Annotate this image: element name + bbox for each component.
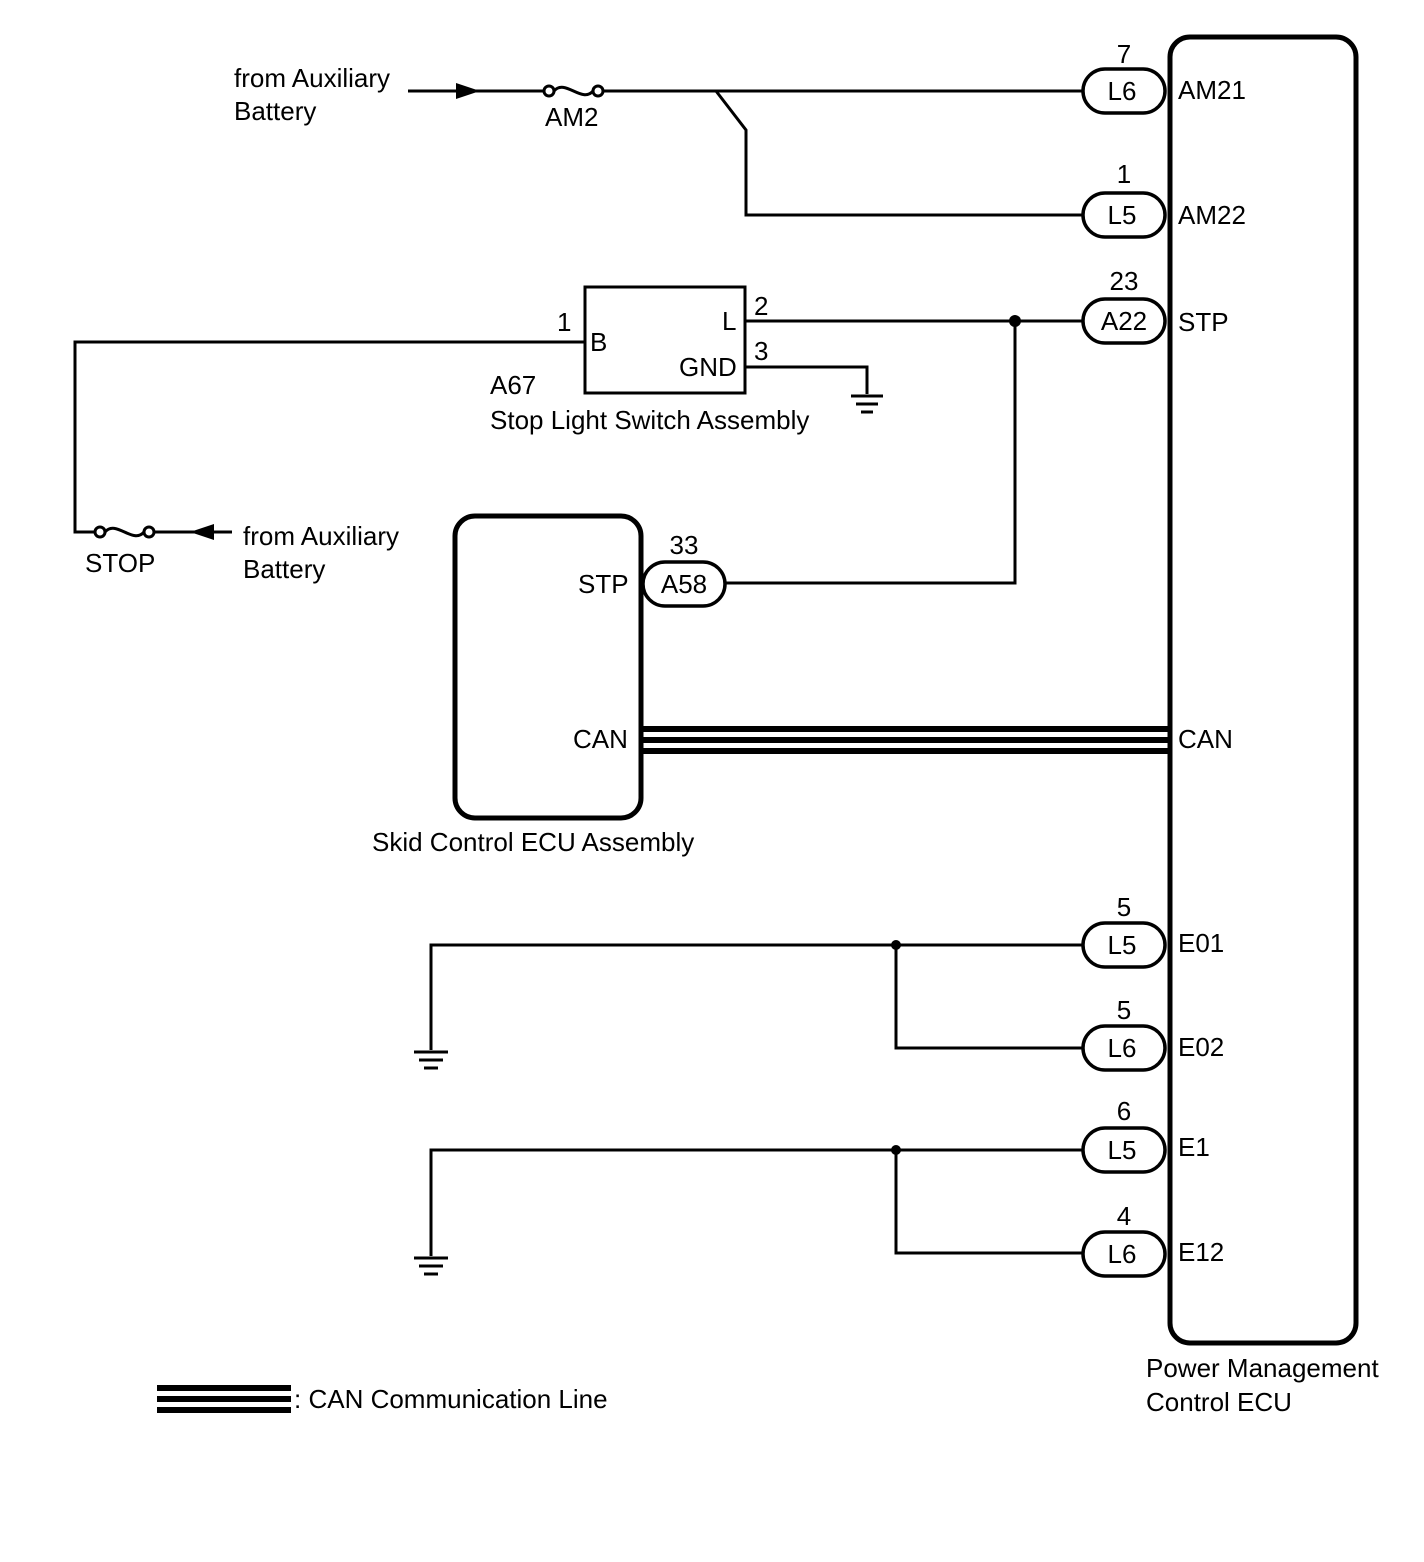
stop-light-switch-pin-gnd-label: GND [679,352,737,382]
switch-b-wire [73,340,585,534]
stop-fuse-icon [93,525,156,539]
can-communication-line [641,726,1170,754]
e02-pin-number: 5 [1117,995,1131,1025]
switch-gnd-wire [745,365,869,394]
e02-terminal-label: E02 [1178,1032,1224,1062]
skid-control-ecu-name: Skid Control ECU Assembly [372,827,694,857]
e1-wire [429,1148,1084,1256]
am22-terminal-label: AM22 [1178,200,1246,230]
power-management-ecu-box [1167,34,1359,1346]
stop-light-switch-pin-l-label: L [722,306,736,336]
skid-control-ecu-can-label: CAN [573,724,628,754]
stop-light-switch-name: Stop Light Switch Assembly [490,405,809,435]
battery-top-arrow-icon [456,83,480,99]
stp-pin-number: 23 [1110,266,1139,296]
a58-connector [641,560,727,608]
stop-fuse-label: STOP [85,548,155,578]
power-management-ecu-name-line1: Power Management [1146,1353,1379,1383]
e01-wire [429,943,1084,1050]
e02-wire [894,945,1084,1050]
e12-pin-number: 4 [1117,1201,1131,1231]
stop-light-switch-code: A67 [490,370,536,400]
battery-source-left-line1: from Auxiliary [243,521,399,551]
stop-light-switch-pin-b-number: 1 [557,307,571,337]
am2-fuse-icon [542,84,605,98]
legend-can-line-icon [157,1385,291,1413]
battery-source-top-line2: Battery [234,96,316,126]
am21-connector-code: L6 [1108,76,1137,106]
skid-control-ecu-box [452,513,644,821]
e1-pin-number: 6 [1117,1096,1131,1126]
stp-connector-code: A22 [1101,306,1147,336]
e01-connector [1081,921,1167,969]
e01-ground-icon [414,1050,448,1070]
e1-connector [1081,1126,1167,1174]
e02-connector [1081,1024,1167,1072]
am21-terminal-label: AM21 [1178,75,1246,105]
e01-terminal-label: E01 [1178,928,1224,958]
e12-connector [1081,1230,1167,1278]
e1-ground-icon [414,1256,448,1276]
power-management-ecu-name-line2: Control ECU [1146,1387,1292,1417]
a58-connector-code: A58 [661,569,707,599]
e12-terminal-label: E12 [1178,1237,1224,1267]
am2-fuse-label: AM2 [545,102,598,132]
am22-pin-number: 1 [1117,159,1131,189]
e1-connector-code: L5 [1108,1135,1137,1165]
stop-light-switch-pin-l-number: 2 [754,291,768,321]
battery-left-arrow-icon [190,524,214,540]
power-management-ecu-can-label: CAN [1178,724,1233,754]
stp-terminal-label: STP [1178,307,1229,337]
e02-connector-code: L6 [1108,1033,1137,1063]
legend-can-line-label: : CAN Communication Line [294,1384,608,1414]
battery-source-top-line1: from Auxiliary [234,63,390,93]
am21-pin-number: 7 [1117,39,1131,69]
a58-pin-number: 33 [670,530,699,560]
e1-terminal-label: E1 [1178,1132,1210,1162]
switch-ground-icon [851,394,883,414]
e12-connector-code: L6 [1108,1239,1137,1269]
am22-connector-code: L5 [1108,200,1137,230]
skid-control-ecu-stp-label: STP [578,569,629,599]
stop-light-switch-pin-gnd-number: 3 [754,336,768,366]
am22-wire [714,90,1084,217]
stop-light-switch-box [583,285,747,395]
e12-wire [894,1150,1084,1255]
am21-connector [1081,67,1167,115]
stp-connector [1081,297,1167,345]
stp-skid-wire [724,321,1017,585]
battery-source-left-line2: Battery [243,554,325,584]
am22-connector [1081,191,1167,239]
e01-connector-code: L5 [1108,930,1137,960]
stop-light-switch-pin-b-label: B [590,327,607,357]
e01-pin-number: 5 [1117,892,1131,922]
